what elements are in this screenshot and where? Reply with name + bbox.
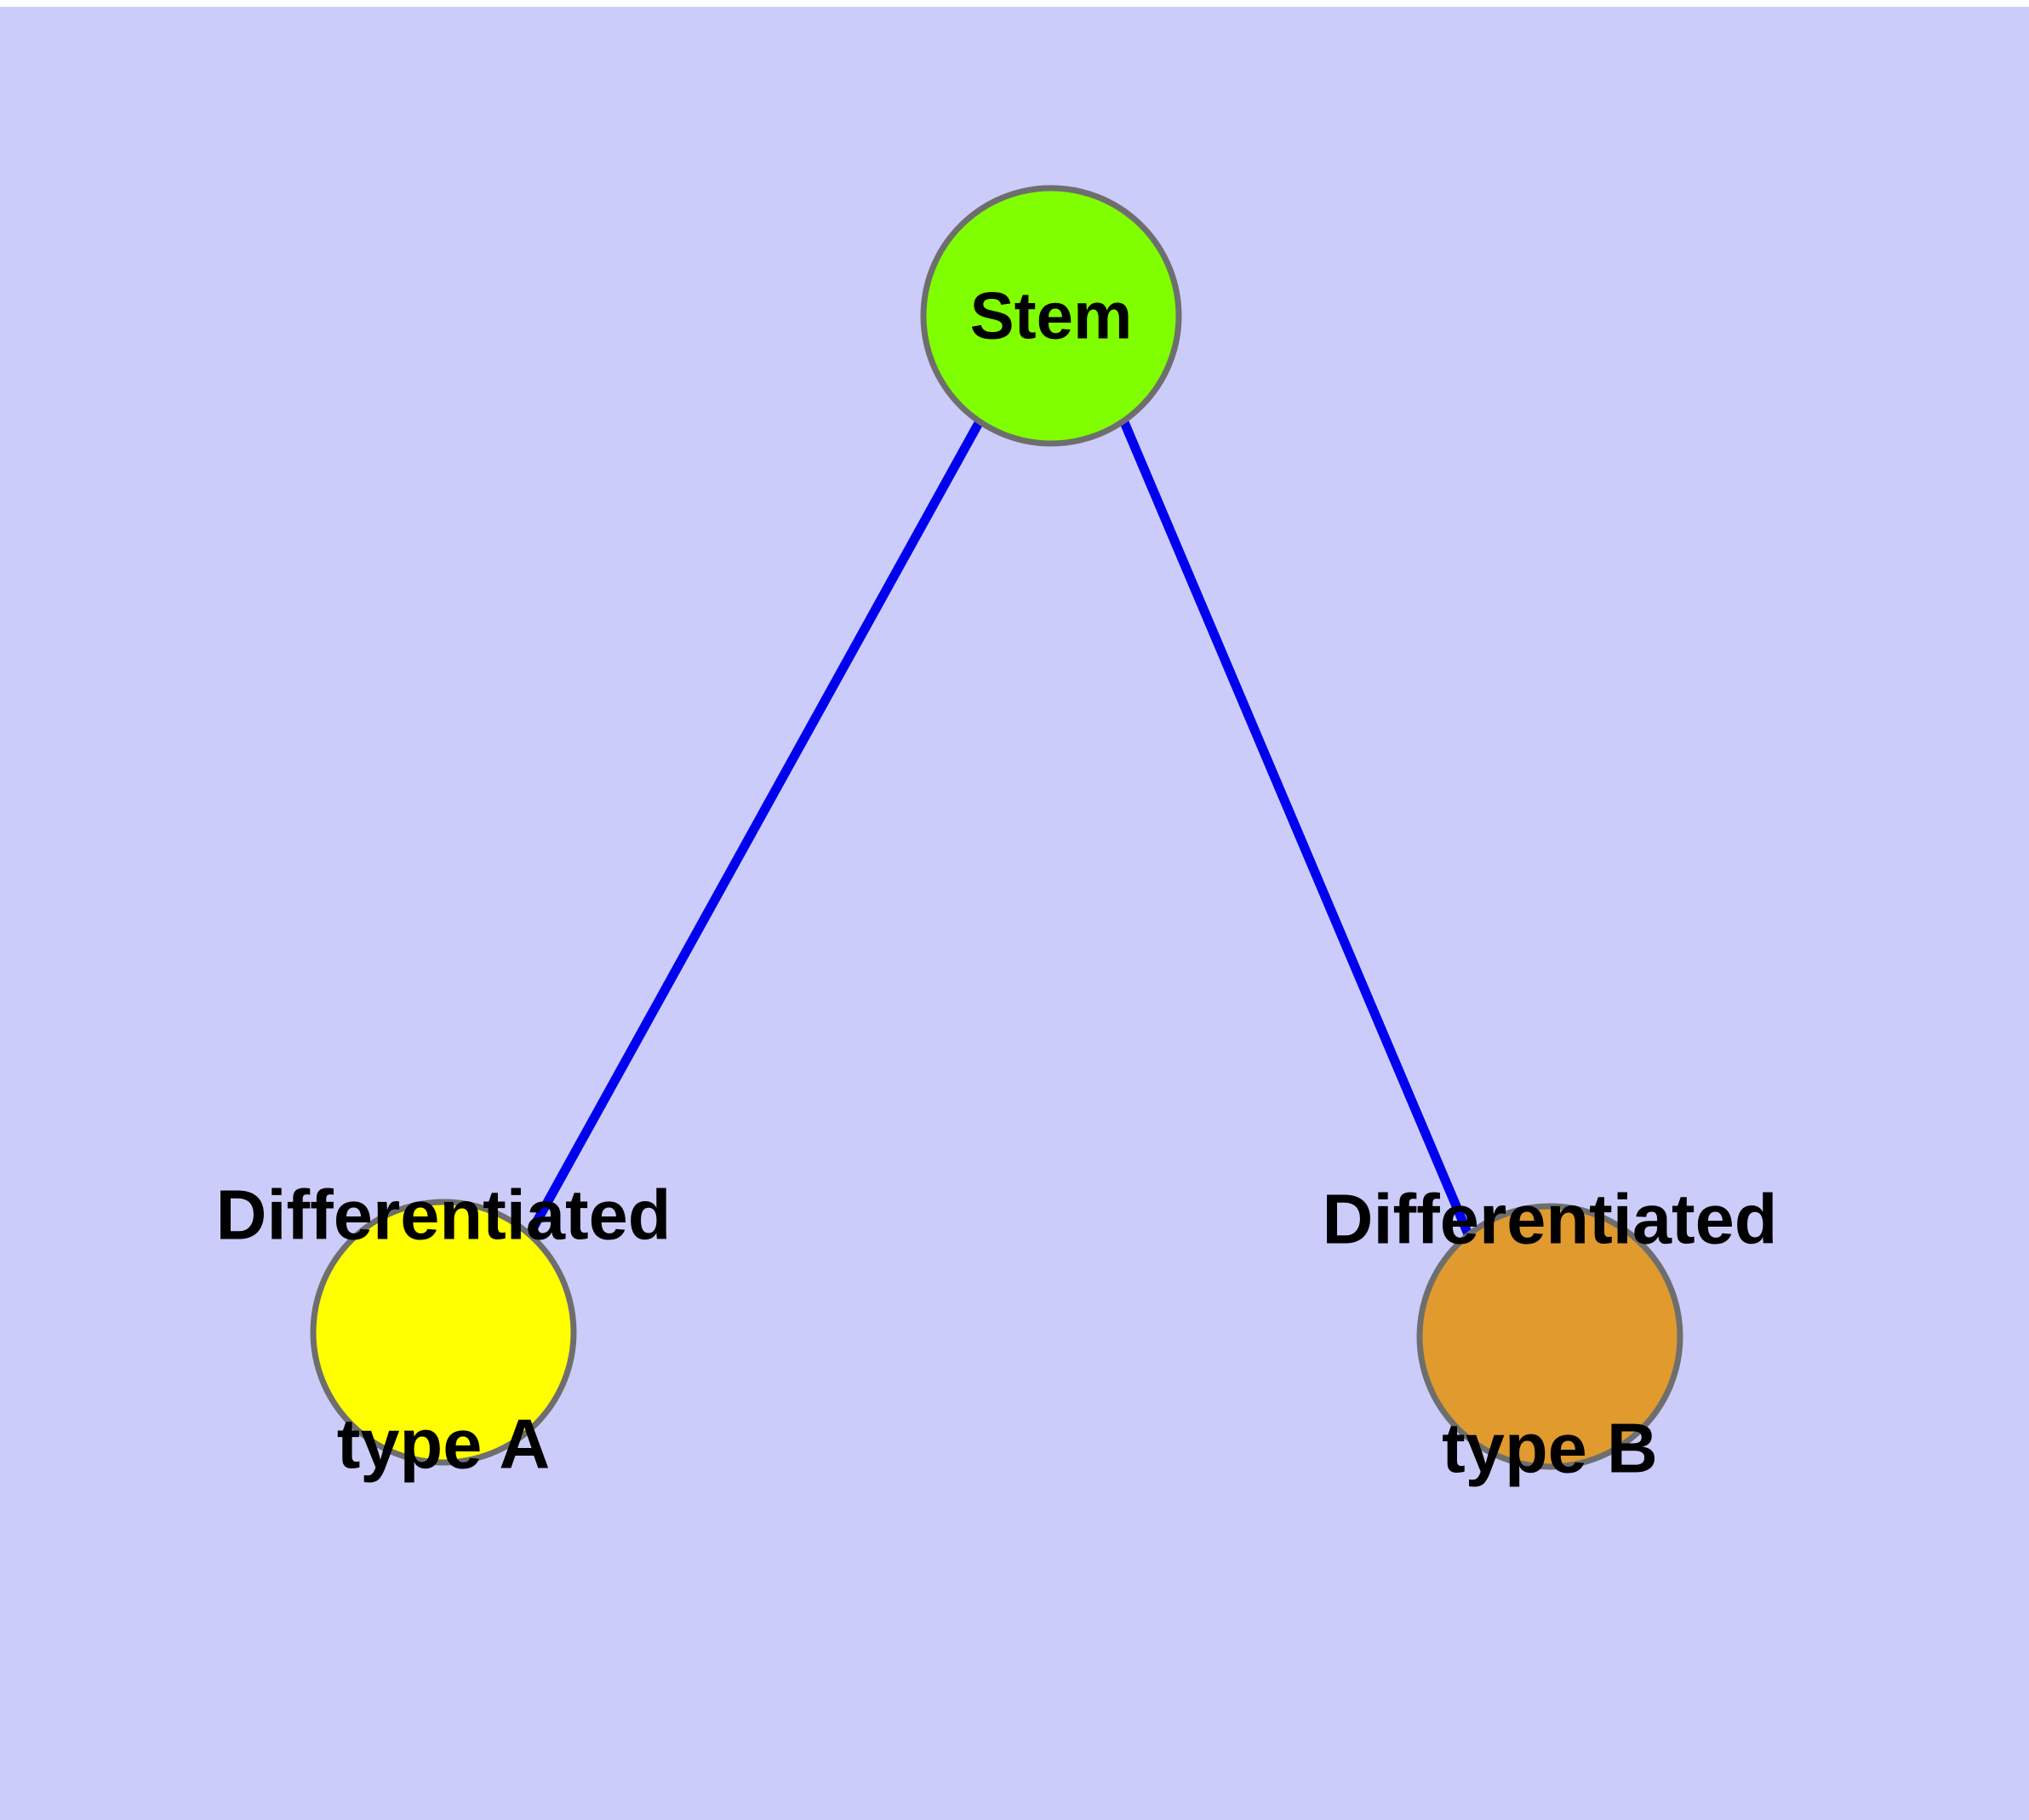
node-differentiated-type-b[interactable] xyxy=(1416,1203,1683,1470)
node-differentiated-type-a[interactable] xyxy=(310,1199,577,1466)
edge-layer xyxy=(523,419,1478,1249)
edge-stem-to-differentiated-type-a[interactable] xyxy=(523,419,984,1242)
edge-stem-to-differentiated-type-b[interactable] xyxy=(1119,420,1478,1249)
node-stem[interactable] xyxy=(920,185,1182,447)
node-layer xyxy=(310,185,1683,1470)
